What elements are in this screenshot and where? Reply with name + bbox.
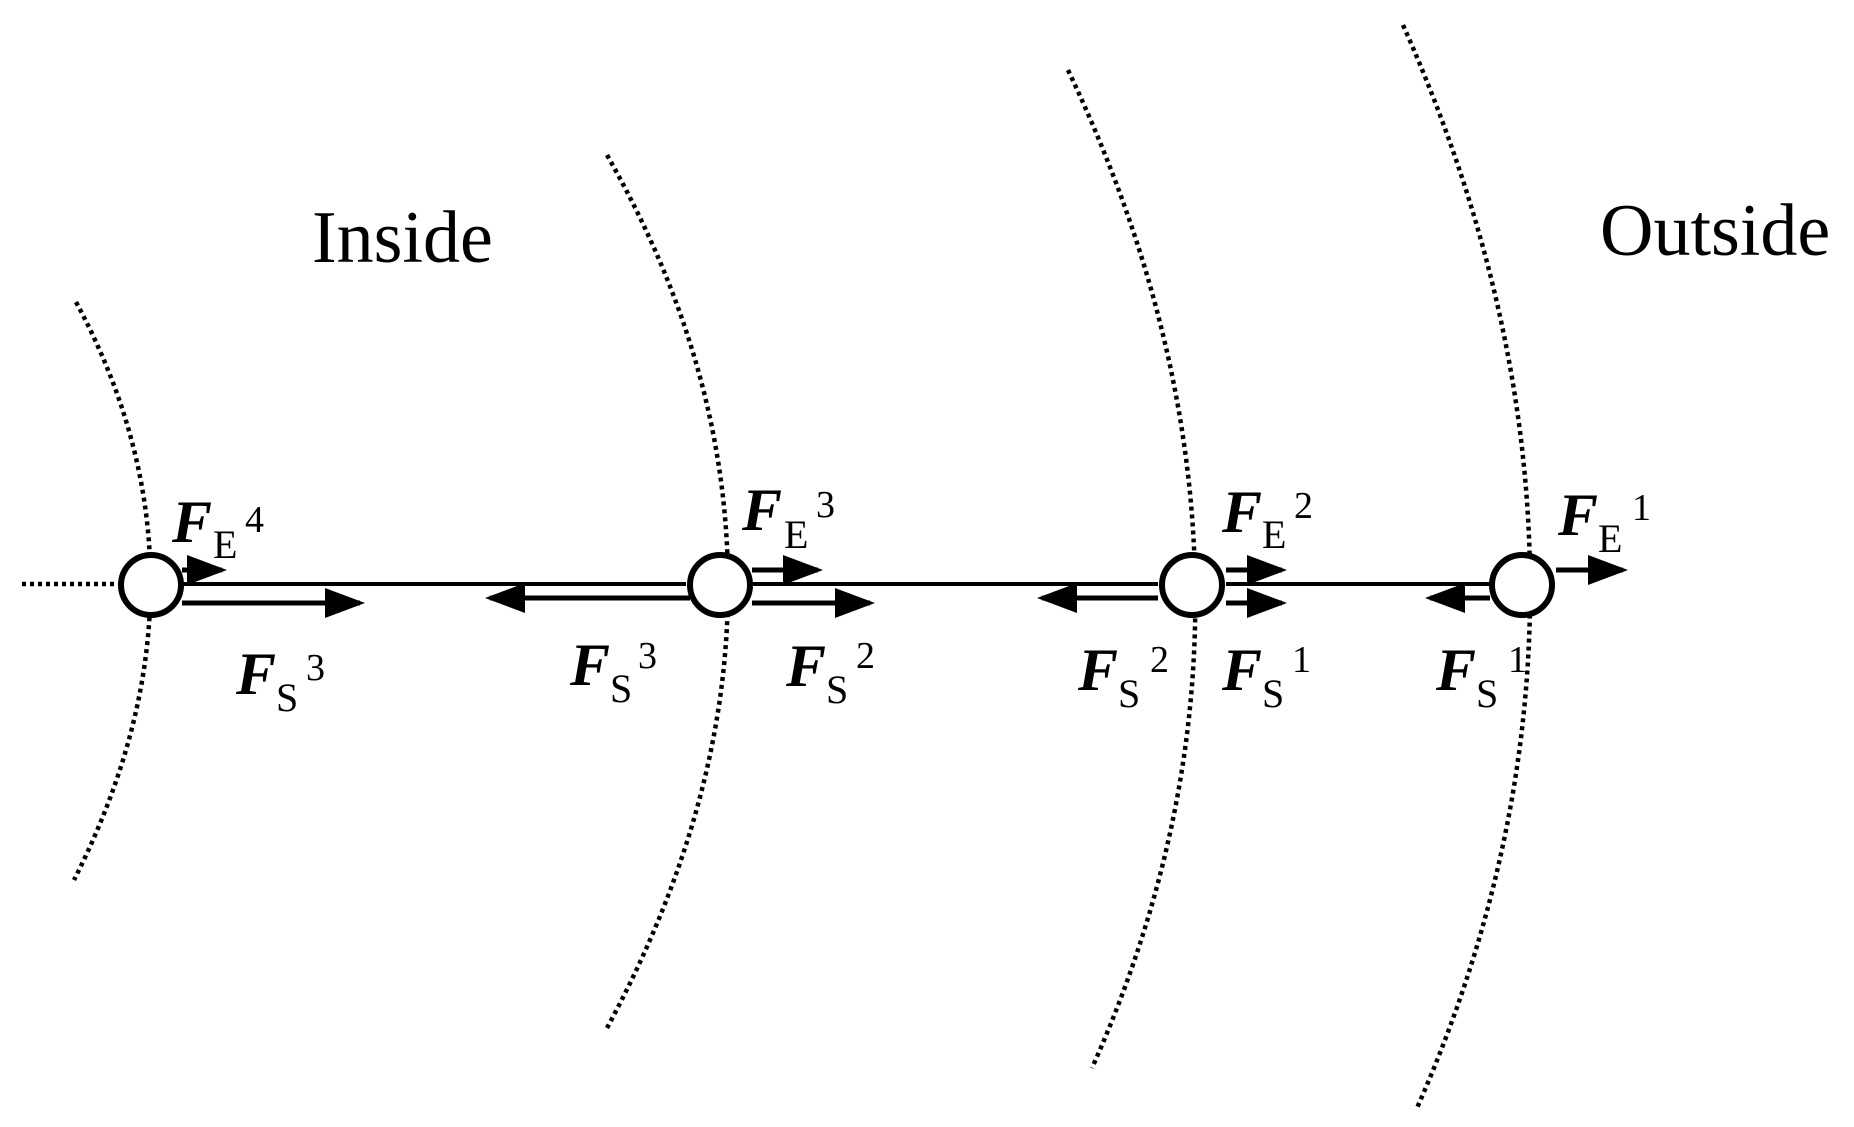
svg-text:1: 1: [1632, 487, 1651, 529]
node-1: [1489, 552, 1555, 618]
inside-label: Inside: [312, 197, 493, 279]
force-label-fs3-right: F S 3: [569, 632, 657, 711]
svg-text:2: 2: [856, 635, 875, 677]
force-label-fe3: F E 3: [741, 477, 835, 557]
svg-text:E: E: [1262, 512, 1286, 557]
svg-text:1: 1: [1508, 639, 1527, 681]
force-label-fs2-right: F S 2: [1077, 637, 1169, 716]
svg-text:S: S: [826, 667, 848, 712]
svg-text:F: F: [741, 477, 782, 543]
svg-text:S: S: [1476, 671, 1498, 716]
svg-text:2: 2: [1294, 485, 1313, 527]
force-label-fe1: F E 1: [1557, 482, 1651, 561]
svg-text:S: S: [1262, 671, 1284, 716]
svg-text:F: F: [1557, 482, 1598, 548]
svg-text:F: F: [1221, 479, 1262, 545]
force-label-fs1-left: F S 1: [1221, 637, 1311, 716]
svg-text:2: 2: [1150, 639, 1169, 681]
svg-text:F: F: [1077, 637, 1118, 703]
force-label-fe4: F E 4: [171, 489, 264, 567]
svg-text:F: F: [785, 633, 826, 699]
force-label-fe2: F E 2: [1221, 479, 1313, 557]
force-label-fs3-left: F S 3: [235, 641, 325, 720]
force-label-fs1-right: F S 1: [1435, 637, 1527, 716]
force-label-fs2-left: F S 2: [785, 633, 875, 712]
svg-text:3: 3: [816, 484, 835, 526]
svg-text:3: 3: [638, 635, 657, 677]
svg-text:F: F: [1435, 637, 1476, 703]
svg-text:S: S: [1118, 671, 1140, 716]
boundary-arc-3: [605, 153, 731, 1030]
node-3: [687, 552, 753, 618]
svg-text:E: E: [1598, 516, 1622, 561]
svg-text:S: S: [610, 666, 632, 711]
svg-text:1: 1: [1292, 639, 1311, 681]
outside-label: Outside: [1600, 190, 1830, 272]
svg-text:F: F: [569, 632, 610, 698]
node-4: [118, 552, 184, 618]
node-2: [1159, 552, 1225, 618]
svg-text:E: E: [784, 512, 808, 557]
svg-text:F: F: [171, 489, 212, 555]
boundary-arc-2: [1065, 69, 1198, 1069]
svg-text:F: F: [235, 641, 276, 707]
svg-text:F: F: [1221, 637, 1262, 703]
svg-text:S: S: [276, 675, 298, 720]
svg-text:E: E: [213, 522, 237, 567]
svg-text:3: 3: [306, 647, 325, 689]
svg-text:4: 4: [245, 499, 264, 541]
